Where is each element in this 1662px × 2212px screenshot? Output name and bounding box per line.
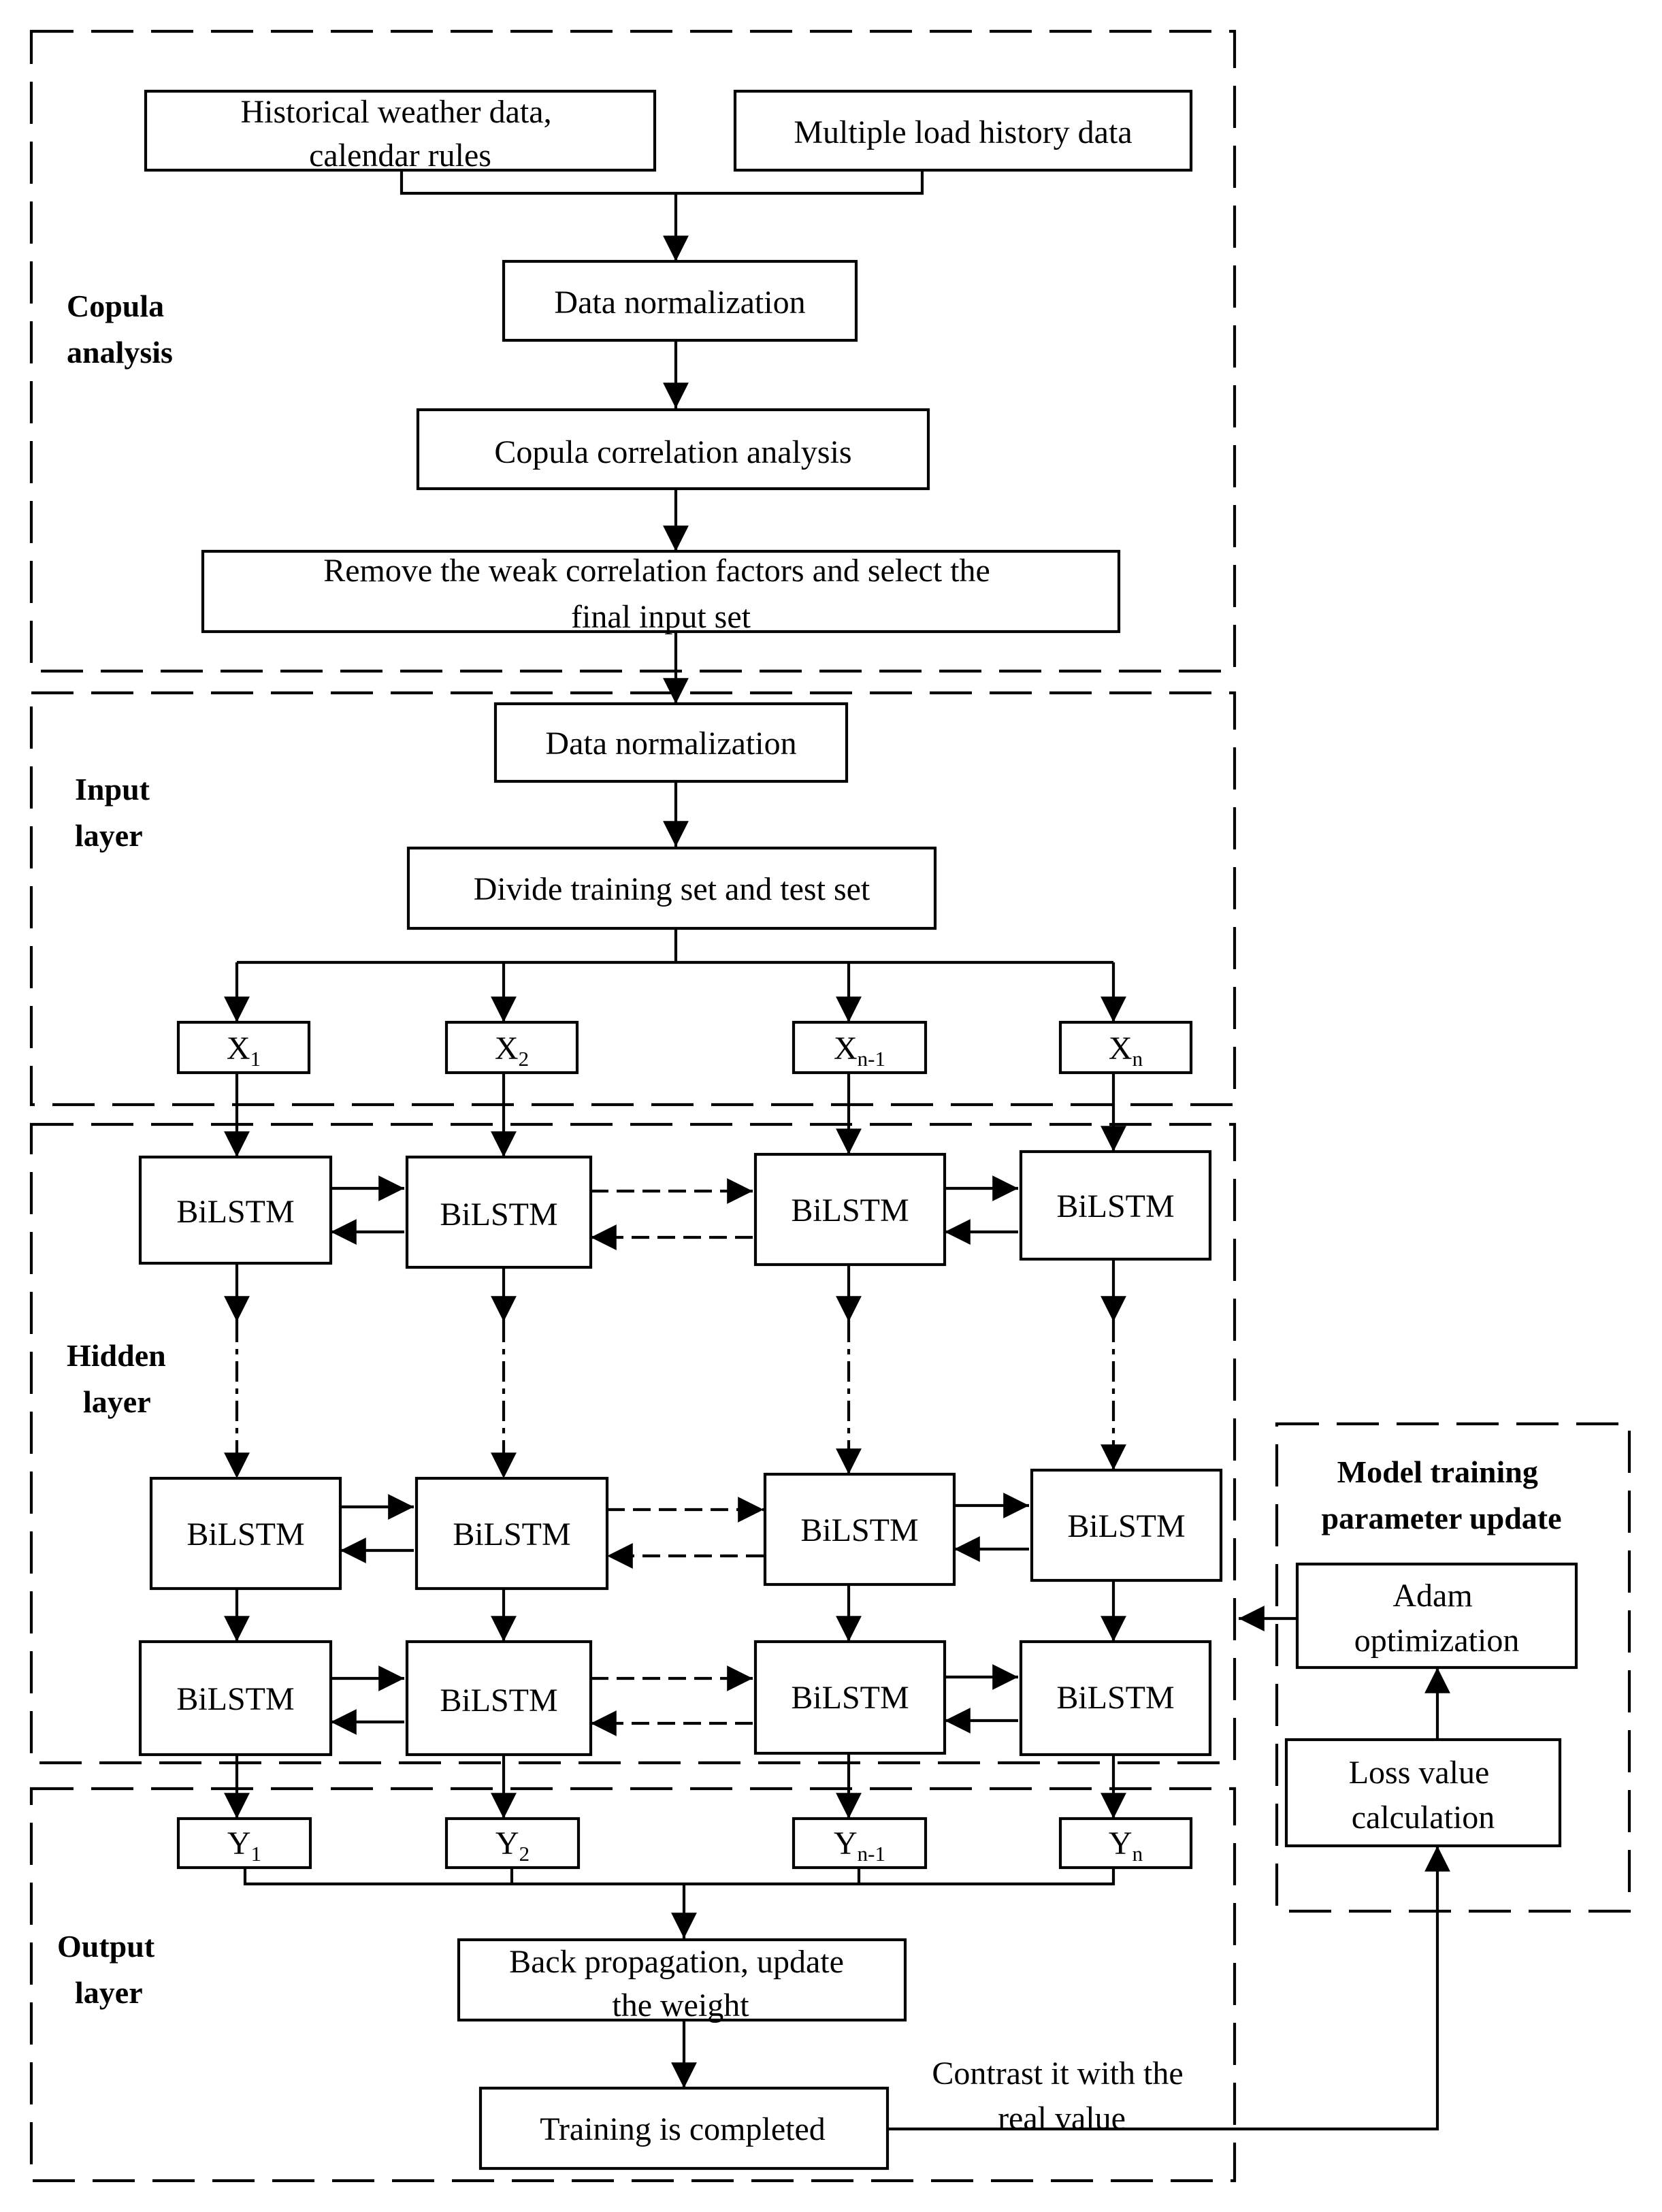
model-training-label: Model training parameter update [1321,1454,1561,1535]
historical-weather-node: Historical weather data, calendar rules [144,89,657,174]
svg-text:Loss value calculation: Loss value calculation [1349,1755,1498,1836]
bilstm-r1-c1-label: BiLSTM [176,1194,294,1230]
bilstm-r3-c3: BiLSTM [753,1640,947,1755]
bilstm-r1-c4: BiLSTM [1019,1150,1212,1261]
input-x2-node: X2 [444,1020,579,1075]
data-normalization-2-node: Data normalization [493,702,849,783]
nodes: Historical weather data, calendar rules … [138,89,1578,2170]
output-yn-label: Yn [1109,1825,1143,1866]
input-xn1-label: Xn-1 [834,1030,885,1071]
output-merge-bar [243,1868,1115,1886]
bilstm-r2-c3-label: BiLSTM [800,1512,918,1548]
copula-analysis-region [29,29,1237,673]
remove-weak-node: Remove the weak correlation factors and … [201,549,1121,635]
historical-weather-line-2: calendar rules [309,137,491,174]
bilstm-r3-c4-label: BiLSTM [1056,1680,1174,1716]
output-y1-node: Y1 [176,1817,312,1870]
historical-weather-line-1: Historical weather data, [240,94,551,130]
bilstm-r1-c2: BiLSTM [405,1155,593,1269]
svg-text:Adam optimization: Adam optimization [1354,1578,1520,1659]
bilstm-r2-c2: BiLSTM [414,1476,609,1591]
remove-weak-line-2: final input set [571,599,751,635]
back-propagation-node: Back propagation, update the weight [457,1938,907,2023]
multiple-load-node: Multiple load history data [733,89,1193,172]
bilstm-r3-c1: BiLSTM [138,1640,333,1757]
output-yn1-node: Yn-1 [792,1817,928,1870]
arrow-contrast-to-loss [887,1846,1450,2131]
output-y2-node: Y2 [444,1817,581,1870]
training-completed-node: Training is completed [478,2086,890,2170]
adam-optimization-node: Adam optimization [1295,1562,1578,1670]
bilstm-r1-c2-label: BiLSTM [440,1197,557,1233]
loss-line-1: Loss value [1349,1755,1490,1791]
loss-value-node: Loss value calculation [1284,1738,1562,1848]
bilstm-r3-c2: BiLSTM [405,1640,593,1757]
bilstm-r2-c1-label: BiLSTM [186,1516,304,1552]
bilstm-r2-c1: BiLSTM [149,1476,342,1591]
connectors [224,170,1450,2131]
bilstm-r2-c4-label: BiLSTM [1067,1508,1185,1544]
copula-analysis-label: Copula analysis [67,289,173,370]
loss-line-2: calculation [1352,1800,1495,1836]
training-completed-label: Training is completed [540,2111,826,2147]
hidden-layer-region [29,1122,1237,1765]
contrast-line-2: real value [998,2100,1126,2136]
input-xn-node: Xn [1058,1020,1193,1075]
bilstm-r1-c4-label: BiLSTM [1056,1188,1174,1224]
bilstm-r1-c3-label: BiLSTM [791,1192,909,1229]
svg-text:Contrast it with the rea: Contrast it with the real value [932,2055,1191,2136]
input-xn-label: Xn [1109,1030,1143,1071]
connector-historical [400,170,924,195]
output-layer-region [29,1787,1237,2183]
copula-correlation-label: Copula correlation analysis [494,434,851,470]
multiple-load-label: Multiple load history data [794,114,1132,150]
bilstm-r1-c3: BiLSTM [753,1152,947,1267]
edge-labels: Contrast it with the real value [932,2055,1191,2136]
bilstm-r3-c3-label: BiLSTM [791,1680,909,1716]
svg-text:Historical weather data,: Historical weather data, calendar rules [240,94,559,174]
region-frames [29,29,1631,2183]
svg-text:Remove the weak correlation fa: Remove the weak correlation factors and … [323,553,998,635]
adam-line-1: Adam [1392,1578,1472,1614]
bilstm-r3-c4: BiLSTM [1019,1640,1212,1757]
divide-label: Divide training set and test set [474,871,870,907]
output-y2-label: Y2 [495,1825,529,1866]
data-normalization-1-label: Data normalization [554,284,805,321]
input-xn1-node: Xn-1 [792,1020,928,1075]
output-y1-label: Y1 [227,1825,261,1866]
input-x1-label: X1 [227,1030,261,1071]
data-normalization-2-label: Data normalization [545,726,796,762]
back-propagation-line-1: Back propagation, update [509,1944,844,1980]
output-layer-label: Output layer [57,1929,163,2010]
output-yn-node: Yn [1058,1817,1193,1870]
input-x2-label: X2 [495,1030,529,1071]
copula-correlation-node: Copula correlation analysis [416,408,930,491]
input-layer-label: Input layer [75,772,157,853]
input-x1-node: X1 [176,1020,311,1075]
svg-text:Back propagation, update: Back propagation, update the weight [509,1944,852,2023]
divide-node: Divide training set and test set [406,846,937,930]
output-yn1-label: Yn-1 [834,1825,885,1866]
input-layer-region [29,691,1237,1107]
contrast-line-1: Contrast it with the [932,2055,1183,2092]
bilstm-r3-c1-label: BiLSTM [176,1681,294,1717]
remove-weak-line-1: Remove the weak correlation factors and … [323,553,990,589]
bilstm-r1-c1: BiLSTM [138,1155,333,1265]
bilstm-r2-c2-label: BiLSTM [453,1516,570,1552]
data-normalization-1-node: Data normalization [502,259,858,342]
bilstm-r3-c2-label: BiLSTM [440,1682,557,1719]
section-labels: Copula analysis Input layer Hidden layer… [57,289,1562,2010]
bilstm-r2-c3: BiLSTM [763,1472,956,1587]
adam-line-2: optimization [1354,1623,1520,1659]
hidden-layer-label: Hidden layer [67,1338,174,1419]
bilstm-r2-c4: BiLSTM [1030,1468,1223,1582]
back-propagation-line-2: the weight [612,1987,749,2023]
